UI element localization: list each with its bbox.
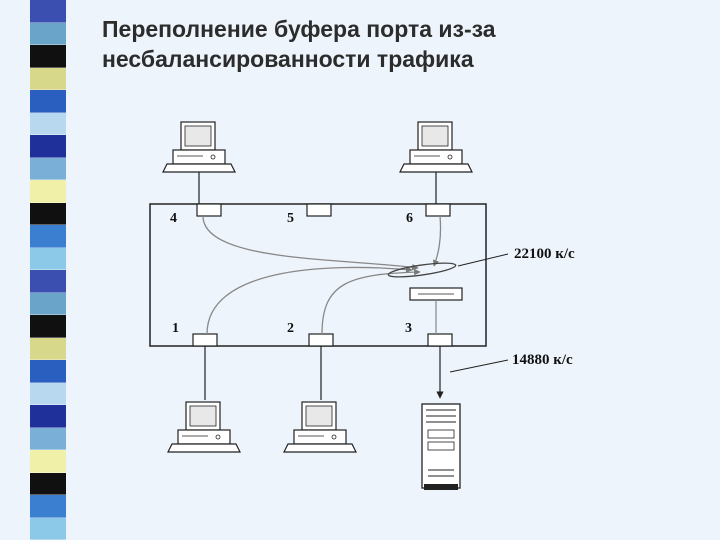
- decorative-stripe: [30, 405, 66, 428]
- slide-title-line-2: несбалансированности трафика: [102, 46, 474, 72]
- overflowing-buffer: [387, 262, 457, 278]
- port-6: [425, 203, 451, 217]
- decorative-stripe: [30, 315, 66, 338]
- decorative-stripe: [30, 135, 66, 158]
- computer-bottom-left-icon: [167, 401, 241, 453]
- rate-out-pointer: [449, 359, 509, 373]
- decorative-stripe: [30, 112, 66, 135]
- decorative-stripe: [30, 22, 66, 45]
- decorative-stripe: [30, 450, 66, 473]
- slide-title-line-1: Переполнение буфера порта из-за: [102, 16, 496, 42]
- port-label-1: 1: [172, 321, 179, 336]
- port-5: [306, 203, 332, 217]
- rate-in-pointer: [457, 253, 509, 267]
- port-2: [308, 333, 334, 347]
- decorative-stripe: [30, 0, 66, 23]
- port-3: [427, 333, 453, 347]
- decorative-stripe: [30, 360, 66, 383]
- decorative-stripe: [30, 90, 66, 113]
- decorative-stripe: [30, 495, 66, 518]
- decorative-stripe: [30, 247, 66, 270]
- decorative-stripe: [30, 45, 66, 68]
- decorative-stripe: [30, 270, 66, 293]
- traffic-flows: [202, 215, 442, 335]
- server-icon: [421, 403, 461, 490]
- slide-title: Переполнение буфера порта из-за несбалан…: [102, 14, 702, 74]
- decorative-stripe-bar: [30, 0, 66, 540]
- decorative-stripe: [30, 337, 66, 360]
- port-label-2: 2: [287, 321, 294, 336]
- decorative-stripe: [30, 382, 66, 405]
- rate-out-label: 14880 к/с: [512, 352, 573, 368]
- computer-bottom-mid-icon: [283, 401, 357, 453]
- decorative-stripe: [30, 472, 66, 495]
- decorative-stripe: [30, 180, 66, 203]
- decorative-stripe: [30, 292, 66, 315]
- decorative-stripe: [30, 202, 66, 225]
- decorative-stripe: [30, 157, 66, 180]
- port-1: [192, 333, 218, 347]
- port-label-4: 4: [170, 211, 177, 226]
- port-label-3: 3: [405, 321, 412, 336]
- port-label-5: 5: [287, 211, 294, 226]
- port-4: [196, 203, 222, 217]
- decorative-stripe: [30, 67, 66, 90]
- decorative-stripe: [30, 225, 66, 248]
- decorative-stripe: [30, 427, 66, 450]
- rate-in-label: 22100 к/с: [514, 246, 575, 262]
- port-label-6: 6: [406, 211, 413, 226]
- computer-top-right-icon: [399, 121, 473, 173]
- computer-top-left-icon: [162, 121, 236, 173]
